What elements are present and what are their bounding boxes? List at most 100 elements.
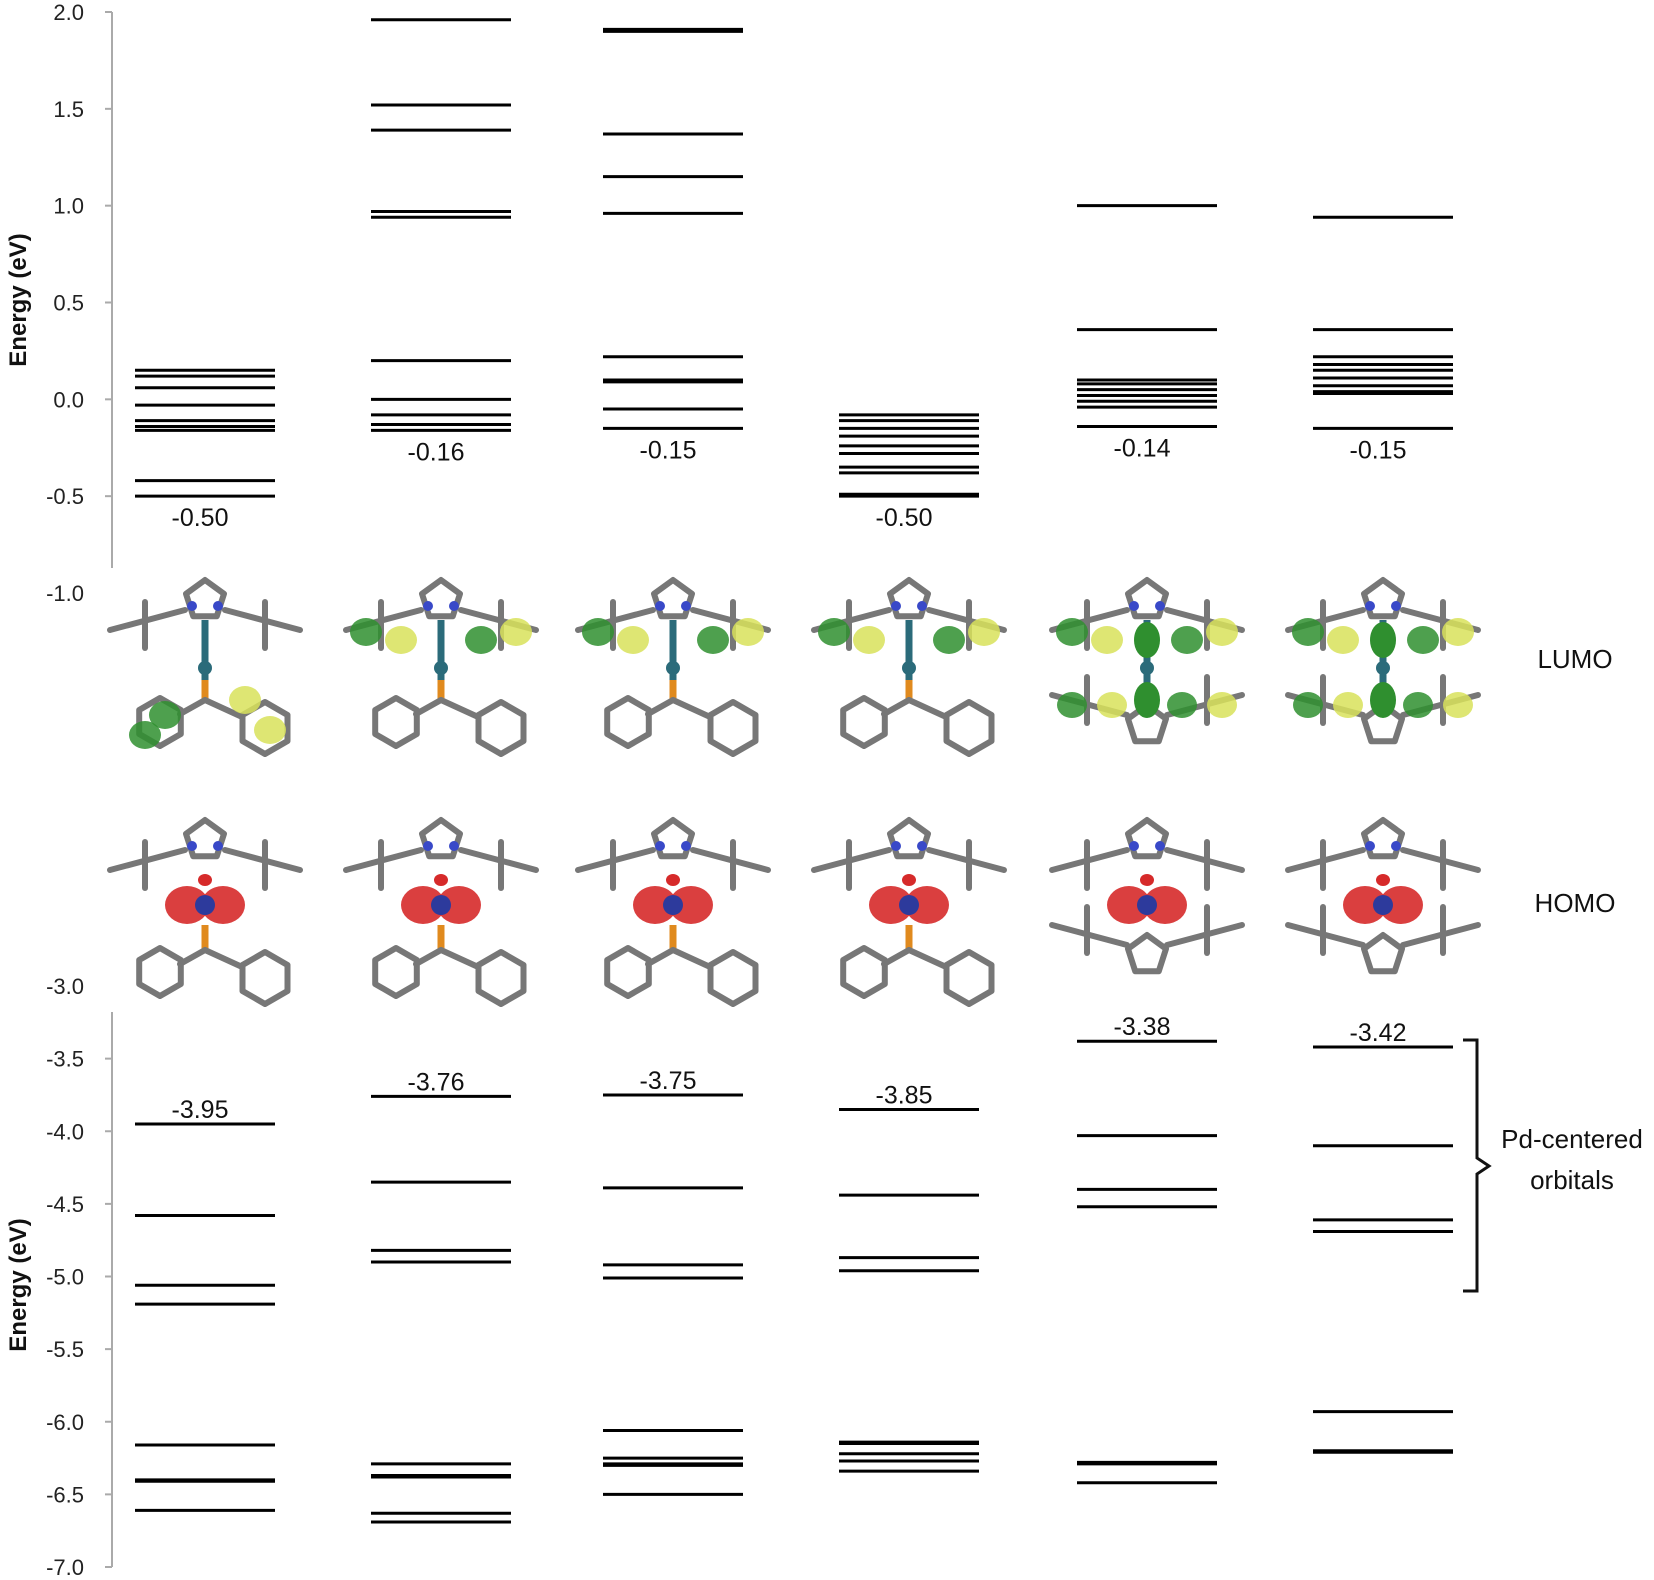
imidazole-ring: [1361, 817, 1405, 860]
lumo-orbital-lobe: [1370, 622, 1396, 658]
lumo-orbital-lobe: [254, 716, 286, 744]
lumo-orbital-lobe: [1206, 618, 1238, 646]
homo-orbital-lobe: [437, 886, 481, 924]
nitrogen-atom: [681, 601, 691, 611]
imidazole-ring: [1125, 702, 1169, 745]
nitrogen-atom: [449, 841, 459, 851]
homo-structure-1: [107, 817, 303, 1007]
homo-orbital-lobe: [1143, 886, 1187, 924]
homo-orbital-lobe: [1107, 886, 1151, 924]
aryl-arm-bond: [413, 947, 444, 967]
upper-energy-axis: 2.01.51.00.50.0-0.5-1.0: [46, 0, 113, 606]
lumo-orbital-lobe: [1097, 692, 1127, 718]
lumo-energy-label: -0.15: [640, 436, 697, 464]
lumo-orbital-lobe: [500, 618, 532, 646]
lumo-structure-5: [1049, 577, 1245, 745]
nitrogen-atom: [213, 601, 223, 611]
nitrogen-atom: [1155, 841, 1165, 851]
lumo-orbital-lobe: [697, 626, 729, 654]
nitrogen-atom: [917, 841, 927, 851]
lumo-orbital-lobe: [582, 618, 614, 646]
lumo-orbital-lobe: [1167, 692, 1197, 718]
lumo-orbital-lobe: [1171, 626, 1203, 654]
nitrogen-atom: [187, 841, 197, 851]
nitrogen-atom: [681, 841, 691, 851]
lumo-structure-6: [1285, 577, 1481, 745]
ring-bond: [840, 695, 888, 749]
ring-bond: [707, 699, 759, 757]
lower-tick-label: -3.0: [46, 974, 84, 999]
homo-orbital-lobe: [666, 874, 680, 886]
lumo-energy-label: -0.50: [172, 504, 229, 532]
level-column-3: -0.15-3.75: [603, 27, 743, 1496]
ring-bond: [604, 945, 652, 999]
aryl-arm-bond: [645, 697, 676, 717]
upper-tick-label: -1.0: [46, 581, 84, 606]
nitrogen-atom: [1155, 601, 1165, 611]
imidazole-ring: [1361, 577, 1405, 620]
lumo-energy-label: -0.50: [876, 504, 933, 532]
lumo-orbital-lobe: [385, 626, 417, 654]
imidazole-ring: [419, 817, 463, 860]
homo-energy-label: -3.42: [1350, 1019, 1407, 1047]
lumo-orbital-lobe: [1134, 622, 1160, 658]
lumo-structure-1: [107, 577, 303, 757]
lumo-orbital-lobe: [617, 626, 649, 654]
lumo-structure-3: [575, 577, 771, 757]
imidazole-ring: [419, 577, 463, 620]
imidazole-ring: [1125, 817, 1169, 860]
lumo-orbital-lobe: [1134, 682, 1160, 718]
homo-structure-4: [811, 817, 1007, 1007]
imidazole-ring: [651, 817, 695, 860]
aryl-arm-bond: [670, 947, 711, 969]
aryl-arm-bond: [645, 947, 676, 967]
lumo-orbital-lobe: [1407, 626, 1439, 654]
pd-orbitals-bracket: [1463, 1038, 1492, 1293]
homo-orbital-lobe: [401, 886, 445, 924]
nitrogen-atom: [423, 601, 433, 611]
nitrogen-atom: [655, 841, 665, 851]
ring-bond: [136, 695, 184, 749]
lumo-orbital-lobe: [1443, 692, 1473, 718]
lower-energy-axis: -3.0-3.5-4.0-4.5-5.0-5.5-6.0-6.5-7.0: [46, 974, 113, 1580]
ring-bond: [707, 949, 759, 1007]
homo-orbital-lobe: [198, 874, 212, 886]
homo-orbital-lobe: [1379, 886, 1423, 924]
homo-structure-5: [1049, 817, 1245, 975]
homo-structure-2: [343, 817, 539, 1007]
pd-atom: [198, 661, 212, 675]
lumo-orbital-lobe: [149, 701, 181, 729]
imidazole-ring: [183, 817, 227, 860]
pd-atom: [899, 895, 919, 915]
imidazole-ring: [1125, 577, 1169, 620]
nitrogen-atom: [449, 601, 459, 611]
ring-bond: [372, 695, 420, 749]
lumo-structure-4: [811, 577, 1007, 757]
ring-bond: [475, 699, 527, 757]
lumo-orbital-lobe: [1370, 682, 1396, 718]
lower-tick-label: -3.5: [46, 1047, 84, 1072]
lumo-orbital-lobe: [1442, 618, 1474, 646]
homo-structure-3: [575, 817, 771, 1007]
lumo-energy-label: -0.14: [1114, 434, 1171, 462]
imidazole-ring: [887, 817, 931, 860]
lumo-orbital-lobe: [853, 626, 885, 654]
aryl-arm-bond: [906, 697, 947, 719]
bracket-label-line1: Pd-centered: [1501, 1124, 1643, 1154]
nitrogen-atom: [655, 601, 665, 611]
nitrogen-atom: [187, 601, 197, 611]
ring-bond: [475, 949, 527, 1007]
upper-tick-label: 2.0: [53, 0, 84, 25]
lumo-orbital-lobe: [818, 618, 850, 646]
homo-orbital-lobe: [869, 886, 913, 924]
lumo-orbital-lobe: [1207, 692, 1237, 718]
pd-atom: [1376, 661, 1390, 675]
aryl-arm-bond: [881, 947, 912, 967]
y-axis-title-lower: Energy (eV): [5, 1218, 32, 1351]
lower-tick-label: -7.0: [46, 1555, 84, 1580]
upper-tick-label: 1.0: [53, 194, 84, 219]
homo-energy-label: -3.95: [172, 1096, 229, 1124]
homo-orbital-lobe: [201, 886, 245, 924]
upper-tick-label: 0.0: [53, 387, 84, 412]
